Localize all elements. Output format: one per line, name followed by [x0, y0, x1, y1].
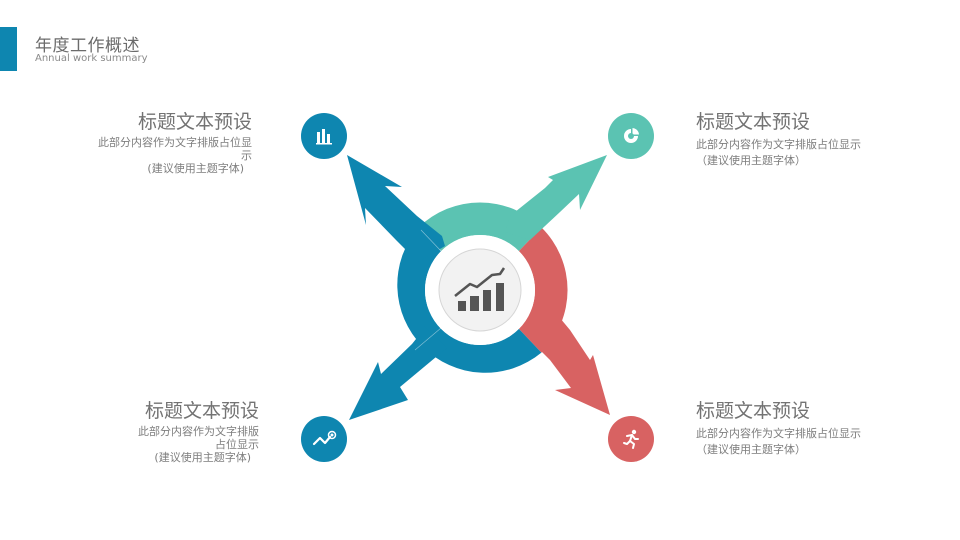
arrow-bottom-right	[530, 312, 610, 415]
header-accent-bar	[0, 27, 17, 71]
text-block-bottom-right: 标题文本预设 此部分内容作为文字排版占位显示 （建议使用主题字体）	[696, 399, 861, 456]
block-desc-line1: 此部分内容作为文字排版	[138, 425, 259, 438]
node-trend-line[interactable]	[301, 416, 347, 462]
arrow-top-left	[347, 155, 445, 262]
arrow-bottom-left	[349, 324, 447, 420]
block-desc-line2: （建议使用主题字体）	[696, 443, 806, 456]
trend-line-icon	[312, 430, 337, 446]
block-desc-line1: 此部分内容作为文字排版占位显	[98, 136, 252, 149]
block-title: 标题文本预设	[696, 400, 811, 422]
block-title: 标题文本预设	[696, 111, 811, 133]
block-desc-line2: 示	[241, 149, 252, 162]
block-title: 标题文本预设	[144, 400, 259, 422]
bar-chart-icon	[316, 129, 332, 145]
text-block-bottom-left: 标题文本预设 此部分内容作为文字排版 占位显示 (建议使用主题字体)	[138, 399, 259, 464]
block-desc-line3: (建议使用主题字体)	[154, 451, 251, 464]
arrow-top-right	[505, 155, 607, 240]
node-bar-chart[interactable]	[301, 113, 347, 159]
page-subtitle: Annual work summary	[35, 53, 148, 64]
block-desc-line1: 此部分内容作为文字排版占位显示	[696, 138, 861, 151]
growth-chart-icon	[454, 267, 506, 311]
page-title: 年度工作概述	[35, 36, 140, 56]
block-desc-line1: 此部分内容作为文字排版占位显示	[696, 427, 861, 440]
ring-segment-teal	[418, 202, 542, 252]
block-title: 标题文本预设	[137, 111, 252, 133]
center-circle	[438, 248, 522, 332]
text-block-top-left: 标题文本预设 此部分内容作为文字排版占位显 示 (建议使用主题字体)	[98, 110, 252, 175]
text-block-top-right: 标题文本预设 此部分内容作为文字排版占位显示 （建议使用主题字体）	[696, 110, 861, 167]
running-person-icon	[623, 429, 639, 449]
node-running-person[interactable]	[608, 416, 654, 462]
node-pie-chart[interactable]	[608, 113, 654, 159]
block-desc-line2: 占位显示	[215, 438, 259, 451]
block-desc-line3: (建议使用主题字体)	[147, 162, 244, 175]
pie-chart-icon	[624, 128, 639, 143]
block-desc-line2: （建议使用主题字体）	[696, 154, 806, 167]
